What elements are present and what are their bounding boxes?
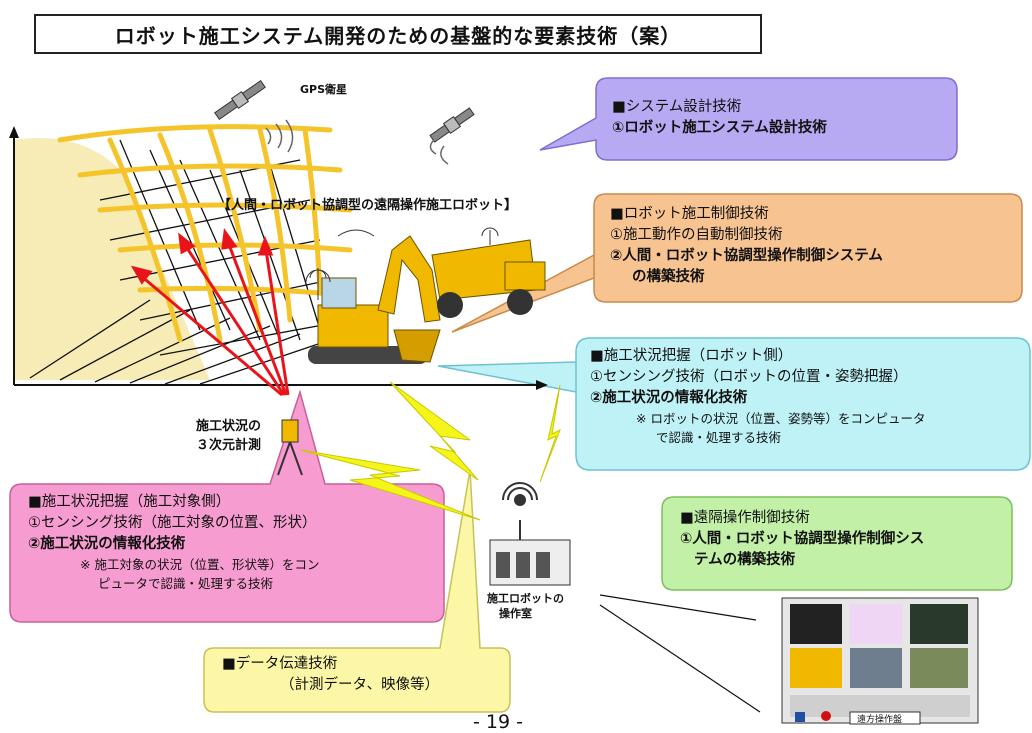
- callout-system-design: ■システム設計技術 ①ロボット施工システム設計技術: [612, 97, 827, 139]
- excavator-icon: [308, 235, 441, 364]
- callout-robot-control: ■ロボット施工制御技術 ①施工動作の自動制御技術 ②人間・ロボット協調型操作制御…: [610, 204, 883, 288]
- callout-robot-status-shape: [437, 337, 1031, 471]
- system-design-item: ①ロボット施工システム設計技術: [612, 120, 827, 136]
- callout-remote-control: ■遠隔操作制御技術 ①人間・ロボット協調型操作制御シス テムの構築技術: [680, 508, 924, 571]
- measurement-label-line1: 施工状況の: [196, 419, 262, 434]
- remote-control-item1a: ①人間・ロボット協調型操作制御シス: [680, 531, 925, 547]
- survey-instrument-icon: [277, 419, 303, 476]
- callout-target-status: ■施工状況把握（施工対象側） ①センシング技術（施工対象の位置、形状） ②施工状…: [28, 492, 319, 593]
- data-transfer-item: （計測データ、映像等）: [280, 677, 440, 693]
- callout-data-transfer-shape: [203, 469, 511, 713]
- callout-target-status-shape: [9, 389, 445, 623]
- robot-title-label: 【人間・ロボット協調型の遠隔操作施工ロボット】: [218, 198, 518, 213]
- system-design-heading: ■システム設計技術: [612, 99, 742, 115]
- callout-remote-control-shape: [661, 496, 1013, 591]
- robot-status-item2: ②施工状況の情報化技術: [590, 390, 748, 406]
- remote-control-item1b: テムの構築技術: [694, 552, 796, 568]
- robot-status-note1: ※ ロボットの状況（位置、姿勢等）をコンピュータ: [636, 411, 926, 426]
- target-status-item1: ①センシング技術（施工対象の位置、形状）: [28, 515, 317, 531]
- robot-control-item2a: ②人間・ロボット協調型操作制御システム: [610, 248, 883, 264]
- panel-button-label[interactable]: 遠方操作盤: [857, 715, 903, 725]
- robot-control-item2b: の構築技術: [632, 269, 705, 285]
- wireless-bolts: [299, 381, 561, 521]
- page-title: ロボット施工システム開発のための基盤的な要素技術（案）: [34, 14, 762, 54]
- operation-room-icon: [489, 482, 571, 586]
- gps-satellite-label: GPS衛星: [300, 83, 348, 96]
- operation-room-label-line1: 施工ロボットの: [487, 592, 564, 605]
- robot-status-item1: ①センシング技術（ロボットの位置・姿勢把握）: [590, 369, 908, 385]
- robot-status-note2: で認識・処理する技術: [656, 430, 782, 445]
- target-status-note2: ピュータで認識・処理する技術: [98, 576, 274, 591]
- operation-room-label-line2: 操作室: [499, 607, 532, 620]
- robot-status-heading: ■施工状況把握（ロボット側）: [590, 348, 793, 364]
- dump-truck-icon: [431, 227, 546, 318]
- callout-robot-status: ■施工状況把握（ロボット側） ①センシング技術（ロボットの位置・姿勢把握） ②施…: [590, 346, 925, 447]
- callout-data-transfer: ■データ伝達技術 （計測データ、映像等）: [222, 654, 439, 696]
- antenna-icon: [305, 268, 331, 300]
- satellite-icon: [429, 107, 475, 143]
- slope-terrain: [14, 138, 210, 380]
- robot-control-item1: ①施工動作の自動制御技術: [610, 227, 783, 243]
- target-status-item2: ②施工状況の情報化技術: [28, 536, 186, 552]
- target-status-heading: ■施工状況把握（施工対象側）: [28, 494, 231, 510]
- measurement-label-line2: ３次元計測: [196, 438, 262, 453]
- target-status-note1: ※ 施工対象の状況（位置、形状等）をコン: [80, 557, 320, 572]
- callout-system-design-shape: [539, 77, 958, 161]
- robot-control-heading: ■ロボット施工制御技術: [610, 206, 769, 222]
- satellite-icon: [214, 79, 266, 121]
- remote-control-panel: [781, 597, 979, 725]
- remote-control-heading: ■遠隔操作制御技術: [680, 510, 810, 526]
- measurement-arrows: [130, 228, 290, 397]
- data-transfer-heading: ■データ伝達技術: [222, 656, 338, 672]
- page-number: - 19 -: [473, 711, 523, 733]
